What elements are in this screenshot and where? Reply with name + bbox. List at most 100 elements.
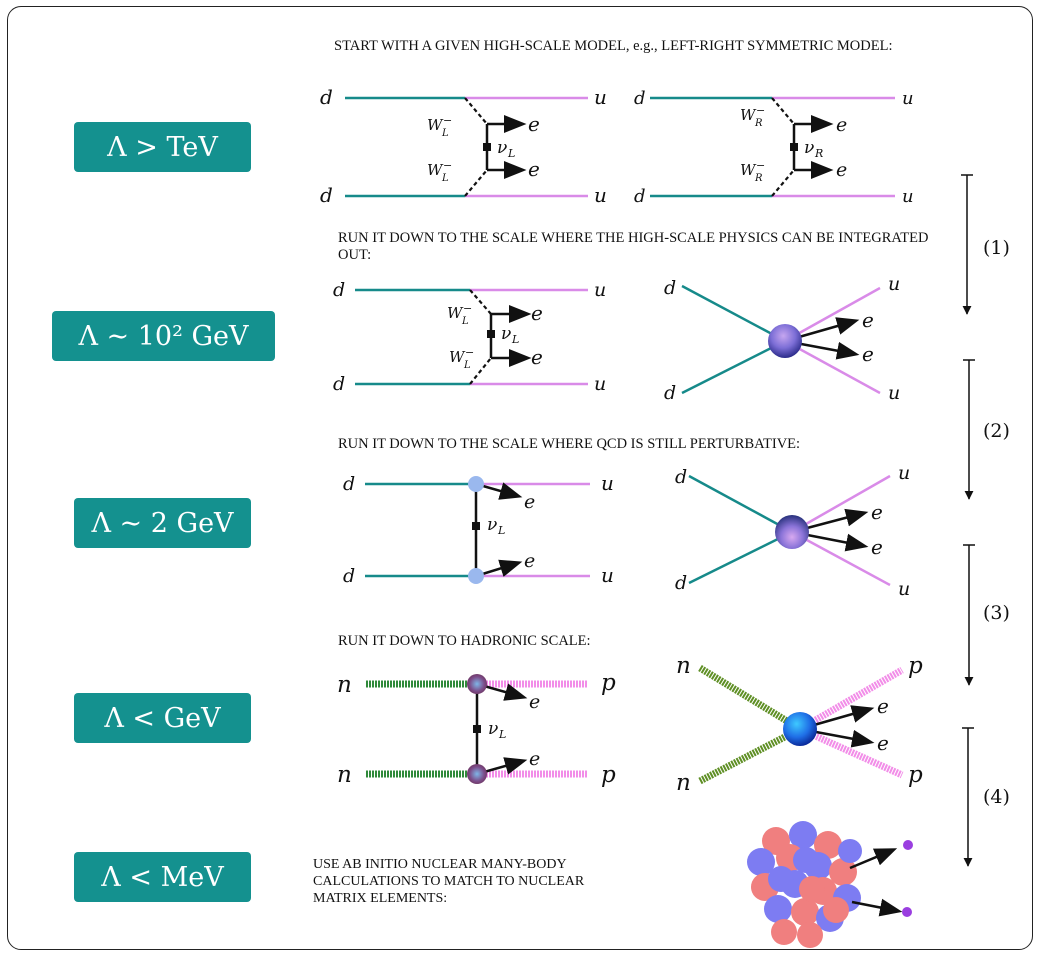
label-e: e [524, 550, 535, 572]
svg-text:W: W [427, 116, 444, 134]
svg-text:W: W [427, 161, 444, 179]
label-e: e [531, 301, 543, 325]
scale-label-2gev: Λ ∼ 2 GeV [91, 507, 234, 539]
label-e: e [871, 535, 883, 559]
vertex-dot-bottom [468, 568, 484, 584]
svg-text:−: − [463, 302, 472, 315]
label-wl-top: W − L [447, 302, 472, 327]
label-d: d [664, 277, 676, 299]
step-text-4: RUN IT DOWN TO HADRONIC SCALE: [338, 633, 591, 649]
neutron-ball [838, 839, 862, 863]
ew-diagram-right: d d u u e e [664, 273, 900, 404]
svg-text:ν: ν [501, 324, 511, 344]
proton-line-bottom [798, 725, 904, 779]
label-u: u [594, 183, 607, 207]
svg-text:R: R [754, 118, 763, 129]
label-d: d [634, 88, 646, 109]
mass-insertion [487, 330, 495, 338]
mass-insertion [790, 143, 798, 151]
scale-label-tev: Λ > TeV [107, 131, 218, 163]
svg-text:ν: ν [487, 515, 497, 535]
label-d: d [333, 279, 345, 301]
neutron-ball [789, 821, 817, 849]
qcd-diagram-left: d d u u e e ν L [343, 471, 614, 587]
vertex-dot-bottom [467, 764, 487, 784]
effective-vertex-blob [768, 324, 802, 358]
svg-text:L: L [507, 147, 515, 160]
label-d: d [664, 382, 676, 404]
hadronic-diagram-right: n n p p e e [676, 653, 923, 796]
electron-emission-arrow-top [849, 848, 898, 870]
quark-line-in-bottom [688, 530, 793, 585]
label-e: e [528, 112, 540, 136]
label-u: u [902, 186, 914, 207]
qcd-diagram-right: d d u u e e [675, 462, 910, 600]
proton-ball [791, 898, 819, 926]
running-arrow-4: (4) [962, 727, 1010, 867]
label-e: e [877, 731, 889, 755]
svg-text:L: L [463, 360, 471, 371]
label-u: u [898, 578, 910, 600]
w-boson-top [469, 289, 492, 315]
scale-box-mev: Λ < MeV [74, 852, 251, 902]
step-text-2: RUN IT DOWN TO THE SCALE WHERE THE HIGH-… [338, 230, 929, 263]
step-text-1: START WITH A GIVEN HIGH-SCALE MODEL, e.g… [334, 38, 893, 54]
svg-text:−: − [465, 346, 474, 359]
svg-text:L: L [441, 128, 449, 139]
running-label-4: (4) [983, 786, 1010, 808]
label-p: p [601, 670, 616, 696]
running-arrow-1: (1) [961, 174, 1010, 315]
lr-diagram-right: d d u u e e W − R W − R ν R [634, 88, 914, 207]
running-label-3: (3) [983, 602, 1010, 624]
label-e: e [529, 691, 540, 713]
label-p: p [908, 653, 923, 679]
label-d: d [634, 186, 646, 207]
label-u: u [902, 88, 914, 109]
ew-diagram-left: d d u u e e W − L W − L ν L [333, 279, 606, 395]
quark-line-in-bottom [681, 339, 786, 395]
neutron-line-top [698, 665, 802, 732]
step-text-3: RUN IT DOWN TO THE SCALE WHERE QCD IS ST… [338, 436, 801, 452]
label-u: u [594, 279, 606, 301]
label-nu-l: ν L [487, 515, 505, 537]
label-d: d [343, 565, 355, 587]
svg-text:W: W [740, 106, 757, 124]
scale-label-mev: Λ < MeV [101, 861, 224, 893]
svg-text:L: L [461, 316, 469, 327]
label-wl-bottom: W − L [427, 159, 452, 184]
label-e: e [871, 500, 883, 524]
label-e: e [836, 159, 847, 181]
svg-text:L: L [497, 524, 505, 537]
label-e: e [862, 308, 874, 332]
label-d: d [675, 572, 687, 594]
label-e: e [528, 157, 540, 181]
quark-line-in-top [681, 284, 786, 343]
label-e: e [862, 342, 874, 366]
vertex-dot-top [467, 674, 487, 694]
label-n: n [676, 653, 691, 679]
neutron-ball [747, 848, 775, 876]
lr-diagram-left: d d u u e e W − L W − L ν L [320, 85, 607, 207]
neutron-line-bottom [698, 725, 802, 785]
label-p: p [908, 762, 923, 788]
proton-ball [797, 922, 823, 948]
w-boson-bottom [771, 169, 795, 197]
mass-insertion [483, 143, 491, 151]
label-d: d [675, 466, 687, 488]
label-u: u [898, 462, 910, 484]
svg-text:−: − [756, 159, 765, 172]
label-wr-bottom: W − R [740, 159, 765, 184]
label-e: e [529, 748, 540, 770]
label-d: d [320, 183, 333, 207]
label-e: e [877, 694, 889, 718]
figure-frame [7, 6, 1033, 950]
proton-line-top [798, 666, 904, 733]
svg-text:W: W [740, 161, 757, 179]
w-boson-bottom [464, 169, 488, 197]
step-text-5: USE AB INITIO NUCLEAR MANY-BODY CALCULAT… [313, 857, 585, 906]
label-d: d [320, 85, 333, 109]
label-nu-r: ν R [804, 138, 823, 160]
scale-box-gev: Λ < GeV [74, 693, 251, 743]
mass-insertion [473, 725, 481, 733]
